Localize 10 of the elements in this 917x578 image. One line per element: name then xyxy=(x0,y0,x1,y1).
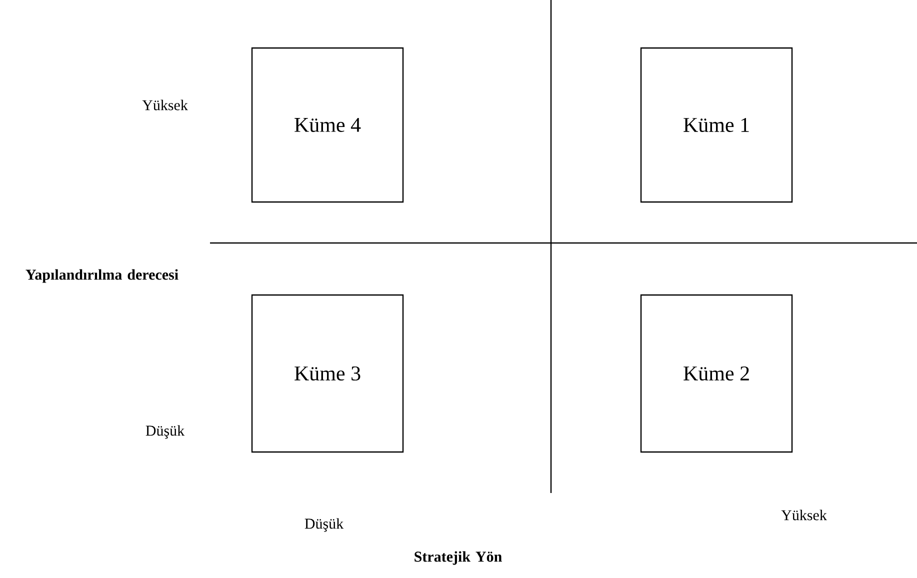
cluster-box: Küme 2 xyxy=(640,294,793,453)
cluster-box: Küme 4 xyxy=(251,47,404,203)
axis-tick-label: Yüksek xyxy=(142,100,188,110)
axis-tick-label: Düşük xyxy=(304,518,344,532)
axis-tick-label: Düşük xyxy=(146,425,185,439)
axis-tick-label: Yüksek xyxy=(781,510,827,520)
cluster-box: Küme 1 xyxy=(640,47,793,203)
axis-title: Yapılandırılma derecesi xyxy=(26,269,178,283)
cluster-box: Küme 3 xyxy=(251,294,404,453)
axis-title: Stratejik Yön xyxy=(414,551,502,565)
